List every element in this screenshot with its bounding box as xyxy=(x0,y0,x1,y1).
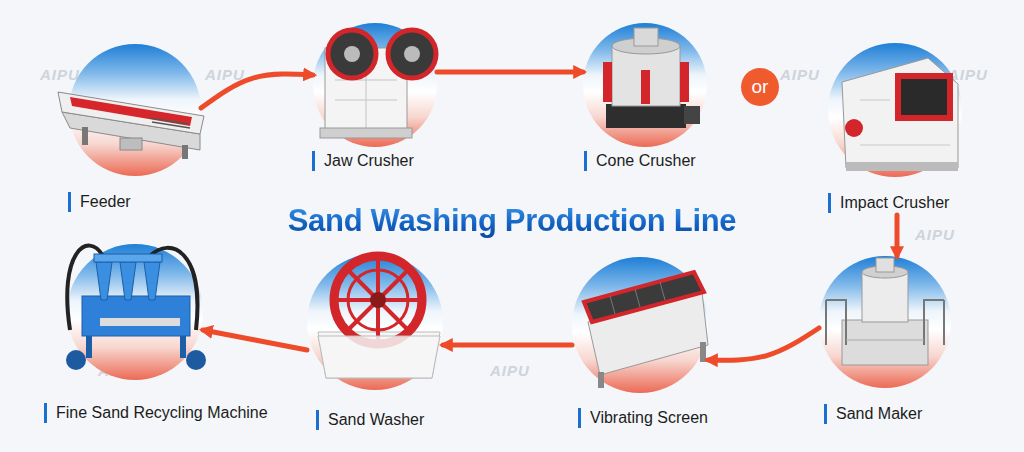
machine-node: Fine Sand Recycling Machine xyxy=(67,244,203,425)
machine-circle xyxy=(819,256,951,388)
machine-label: Impact Crusher xyxy=(828,193,949,213)
machine-node: Sand Washer xyxy=(307,254,443,432)
machine-label: Cone Crusher xyxy=(584,151,696,171)
watermark: AIPU xyxy=(490,362,530,379)
machine-label: Jaw Crusher xyxy=(312,151,414,171)
diagram-title: Sand Washing Production Line xyxy=(288,203,737,238)
machine-node: Sand Maker xyxy=(819,256,951,426)
machine-label: Vibrating Screen xyxy=(578,408,708,428)
watermark: AIPU xyxy=(915,226,955,243)
flow-arrow xyxy=(203,330,307,350)
machine-node: Impact Crusher xyxy=(828,43,962,215)
flow-arrow xyxy=(437,70,583,75)
machine-label: Feeder xyxy=(68,192,131,212)
flow-arrow xyxy=(708,328,819,360)
watermark: AIPU xyxy=(40,66,80,83)
watermark: AIPU xyxy=(780,66,820,83)
or-text: or xyxy=(752,77,769,97)
machine-circle xyxy=(583,23,707,147)
or-badge: or xyxy=(741,68,779,106)
machine-label: Sand Maker xyxy=(824,404,922,424)
machine-node: Feeder xyxy=(69,44,201,214)
machine-label: Sand Washer xyxy=(316,410,424,430)
machine-circle xyxy=(828,43,962,177)
machine-circle xyxy=(572,257,708,393)
machine-node: Jaw Crusher xyxy=(313,23,437,173)
machine-circle xyxy=(69,44,201,176)
machine-circle xyxy=(307,254,443,390)
machine-node: Vibrating Screen xyxy=(572,257,708,430)
machine-circle xyxy=(313,23,437,147)
diagram-title-box: Sand Washing Production Line xyxy=(0,203,1024,239)
flow-arrow xyxy=(895,215,900,256)
machine-circle xyxy=(67,244,203,380)
watermark: AIPU xyxy=(205,66,245,83)
machine-node: Cone Crusher xyxy=(583,23,707,173)
machine-label: Fine Sand Recycling Machine xyxy=(44,403,268,423)
flow-arrow xyxy=(443,343,572,348)
